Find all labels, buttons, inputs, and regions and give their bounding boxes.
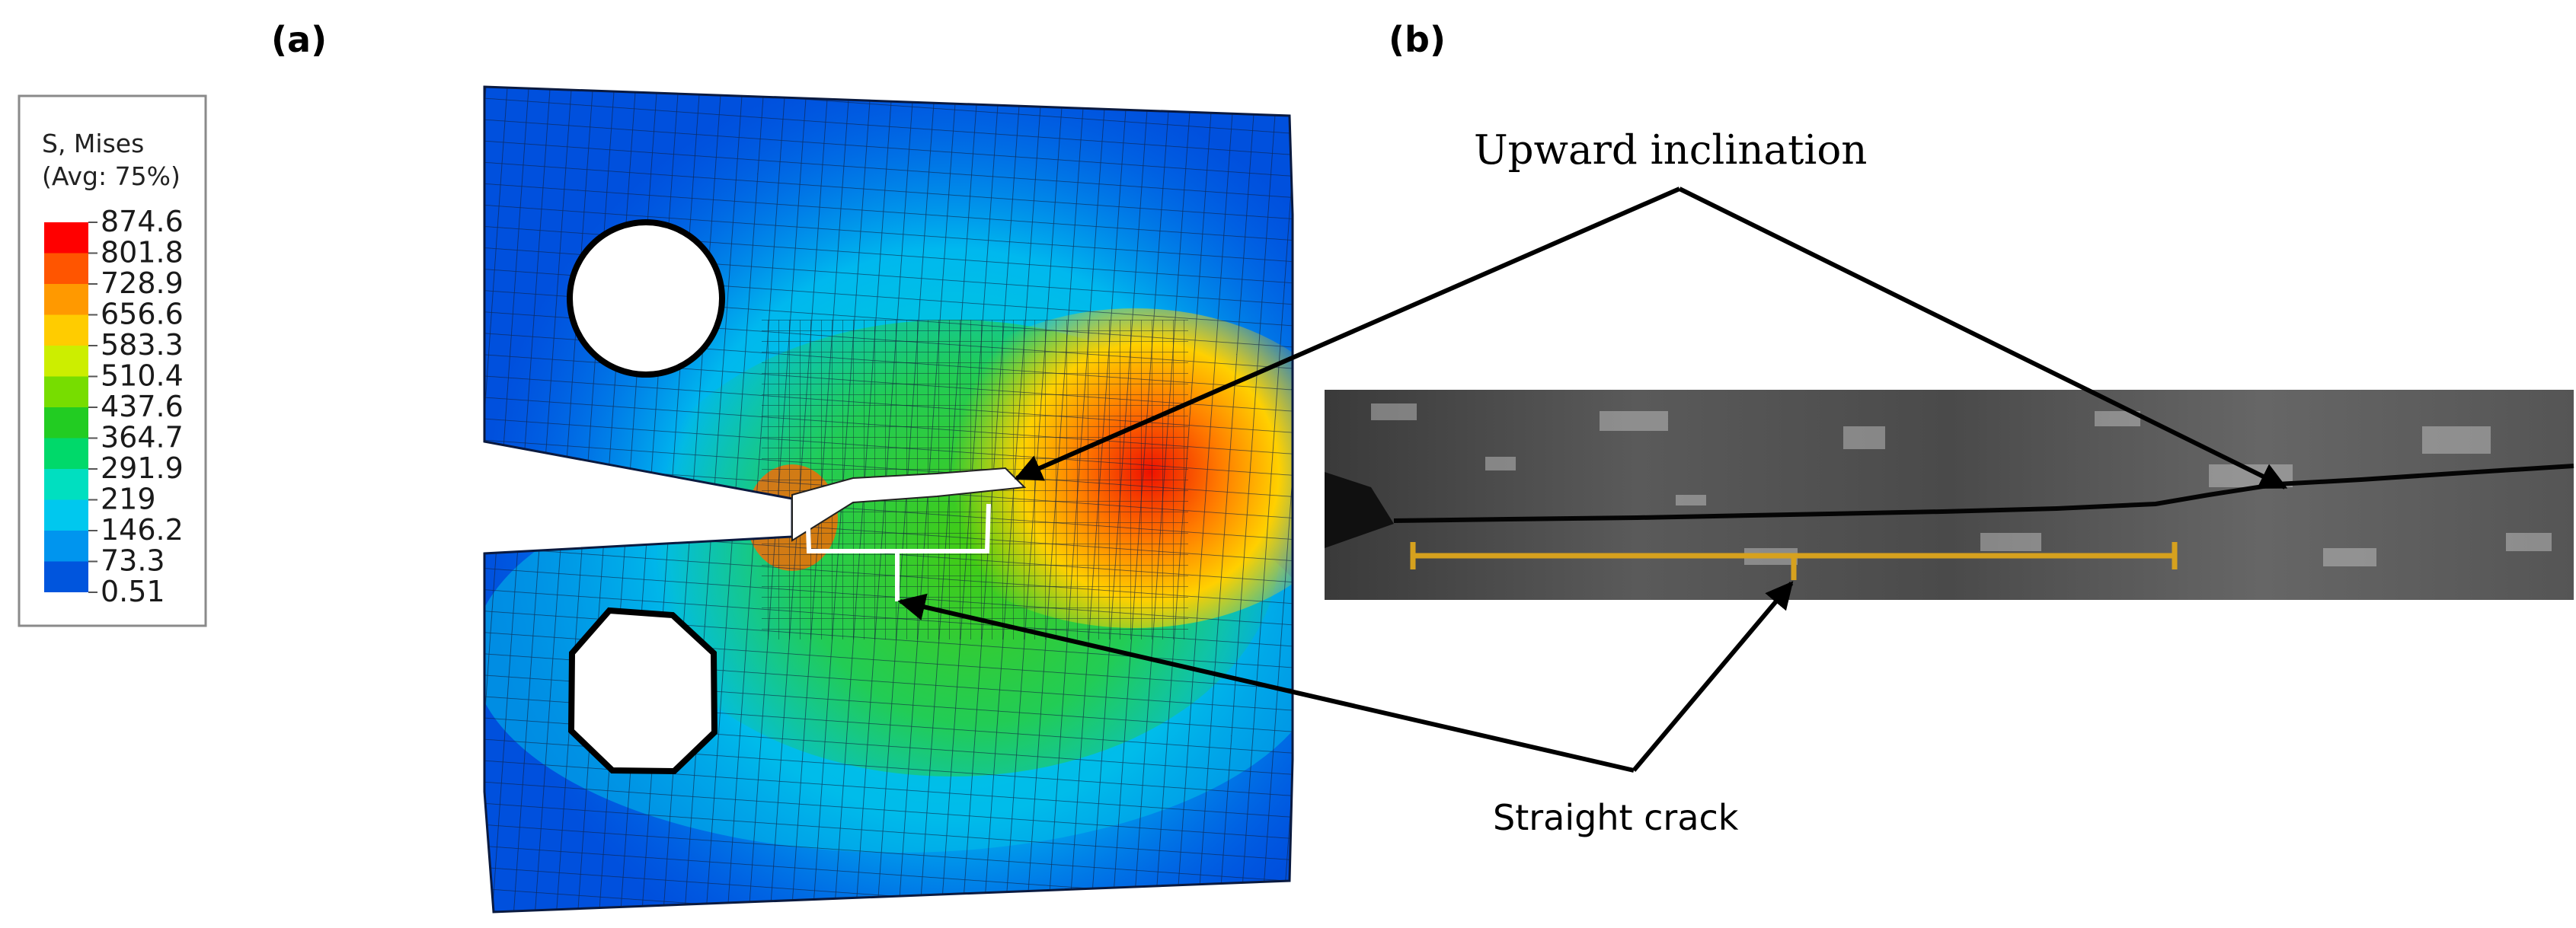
legend-swatch <box>44 376 88 407</box>
lower-pin-hole <box>567 607 718 775</box>
arrow-straight-photo <box>1632 581 1794 772</box>
legend-swatch <box>44 222 88 254</box>
legend-swatch <box>44 561 88 592</box>
legend-title-line2: (Avg: 75%) <box>42 161 181 191</box>
legend-tick-label: 874.6 <box>101 205 184 238</box>
legend-swatch <box>44 407 88 438</box>
panel-a-label: (a) <box>271 19 327 60</box>
legend-swatch <box>44 469 88 500</box>
legend-tick-label: 510.4 <box>101 359 184 393</box>
legend-tick-label: 291.9 <box>101 451 184 485</box>
specimen-outline <box>483 85 1294 914</box>
stress-legend: S, Mises (Avg: 75%) 874.6801.8728.9656.6… <box>18 94 207 627</box>
photo-straight-crack-bracket <box>1410 542 2178 580</box>
legend-tick-label: 728.9 <box>101 266 184 300</box>
upward-inclination-label: Upward inclination <box>1474 127 1867 174</box>
legend-tick-label: 364.7 <box>101 421 184 454</box>
legend-tick-label: 583.3 <box>101 328 184 362</box>
legend-swatch <box>44 314 88 346</box>
legend-swatch <box>44 253 88 284</box>
legend-swatch <box>44 284 88 315</box>
legend-tick-label: 146.2 <box>101 513 184 547</box>
legend-swatch <box>44 499 88 531</box>
legend-color-scale <box>44 222 88 592</box>
legend-title-line1: S, Mises <box>42 129 144 158</box>
panel-b-label: (b) <box>1389 19 1446 60</box>
legend-tick-label: 73.3 <box>101 544 165 578</box>
legend-tick-label: 219 <box>101 483 156 516</box>
fe-crack <box>791 467 1027 542</box>
legend-tick-label: 801.8 <box>101 236 184 269</box>
photo-crack <box>1393 464 2574 523</box>
upper-pin-hole <box>567 219 725 378</box>
legend-tick-label: 0.51 <box>101 575 165 608</box>
legend-tick-label: 656.6 <box>101 298 184 331</box>
legend-tick-labels: 874.6801.8728.9656.6583.3510.4437.6364.7… <box>88 205 184 608</box>
legend-swatch <box>44 531 88 562</box>
straight-crack-label: Straight crack <box>1493 797 1739 838</box>
photo-notch <box>1325 472 1394 548</box>
specimen-photo <box>1325 390 2574 600</box>
legend-tick-label: 437.6 <box>101 390 184 423</box>
legend-swatch <box>44 346 88 377</box>
arrow-upward-photo <box>1678 187 2288 490</box>
legend-swatch <box>44 438 88 469</box>
annotation-arrows <box>897 187 2288 773</box>
arrow-upward-fe <box>1014 187 1681 481</box>
fe-specimen <box>484 87 1293 912</box>
arrow-straight-fe <box>897 593 1635 773</box>
